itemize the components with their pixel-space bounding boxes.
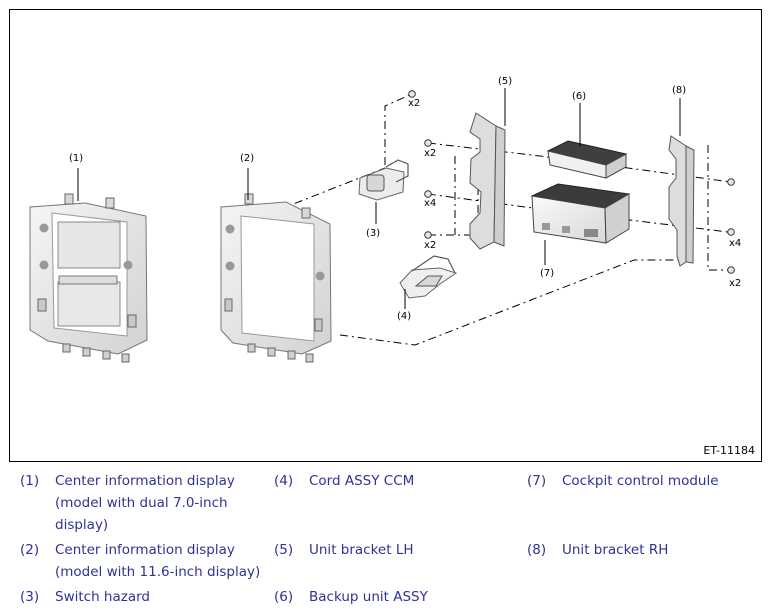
legend-number-2: (2) xyxy=(20,542,40,558)
center-display-11-6-unit xyxy=(220,168,332,363)
legend-number-6: (6) xyxy=(274,589,294,605)
legend-item-3: (3) Switch hazard xyxy=(20,586,256,608)
unit-bracket-rh-part xyxy=(668,98,695,267)
legend-text-2: Center information display (model with 1… xyxy=(55,542,261,580)
exploded-view-diagram: (1) (2) (3) (4) (5) (6) (7) (8) x2 x2 x4… xyxy=(29,76,741,363)
legend-item-2: (2) Center information display (model wi… xyxy=(20,539,270,583)
count-label-p5-lower: x2 xyxy=(424,240,436,251)
screw-icon xyxy=(424,231,432,239)
legend-text-6: Backup unit ASSY xyxy=(309,589,428,605)
legend-text-1: Center information display (model with d… xyxy=(55,473,235,533)
legend-number-1: (1) xyxy=(20,473,40,489)
legend-number-3: (3) xyxy=(20,589,40,605)
legend-item-8: (8) Unit bracket RH xyxy=(527,539,757,561)
callout-5-label: (5) xyxy=(498,76,512,87)
switch-hazard-part xyxy=(358,159,409,224)
figure-code: ET-11184 xyxy=(703,444,755,457)
callout-7-label: (7) xyxy=(540,268,554,279)
count-label-p8-upper: x4 xyxy=(729,238,741,249)
callout-3-label: (3) xyxy=(366,228,380,239)
legend-number-7: (7) xyxy=(527,473,547,489)
unit-bracket-lh-part xyxy=(469,88,506,250)
screw-icon xyxy=(727,178,735,186)
cord-assy-ccm-part xyxy=(399,255,458,309)
legend-item-6: (6) Backup unit ASSY xyxy=(274,586,494,608)
legend-text-8: Unit bracket RH xyxy=(562,542,669,558)
exploded-view-figure: (1) (2) (3) (4) (5) (6) (7) (8) x2 x2 x4… xyxy=(9,9,762,462)
legend-item-1: (1) Center information display (model wi… xyxy=(20,470,256,536)
legend-number-8: (8) xyxy=(527,542,547,558)
screw-icon xyxy=(727,266,735,274)
legend-number-5: (5) xyxy=(274,542,294,558)
count-label-p8-lower: x2 xyxy=(729,278,741,289)
legend-item-7: (7) Cockpit control module xyxy=(527,470,757,492)
screw-icon xyxy=(727,228,735,236)
callout-1-label: (1) xyxy=(69,153,83,164)
legend-number-4: (4) xyxy=(274,473,294,489)
legend-text-4: Cord ASSY CCM xyxy=(309,473,415,489)
legend-item-5: (5) Unit bracket LH xyxy=(274,539,494,561)
callout-8-label: (8) xyxy=(672,85,686,96)
center-display-dual-unit xyxy=(29,168,148,363)
count-label-p3-top: x2 xyxy=(408,98,420,109)
legend-text-5: Unit bracket LH xyxy=(309,542,414,558)
screw-icon xyxy=(424,139,432,147)
callout-6-label: (6) xyxy=(572,91,586,102)
legend-item-4: (4) Cord ASSY CCM xyxy=(274,470,494,492)
legend-text-3: Switch hazard xyxy=(55,589,150,605)
screw-group xyxy=(408,90,735,274)
count-label-p5-upper: x2 xyxy=(424,148,436,159)
count-label-p5-middle: x4 xyxy=(424,198,436,209)
callout-2-label: (2) xyxy=(240,153,254,164)
legend-text-7: Cockpit control module xyxy=(562,473,719,489)
cockpit-control-module-part xyxy=(530,183,631,265)
screw-icon xyxy=(408,90,416,98)
callout-4-label: (4) xyxy=(397,311,411,322)
parts-legend: (1) Center information display (model wi… xyxy=(0,470,773,613)
screw-icon xyxy=(424,190,432,198)
backup-unit-part xyxy=(546,103,628,179)
